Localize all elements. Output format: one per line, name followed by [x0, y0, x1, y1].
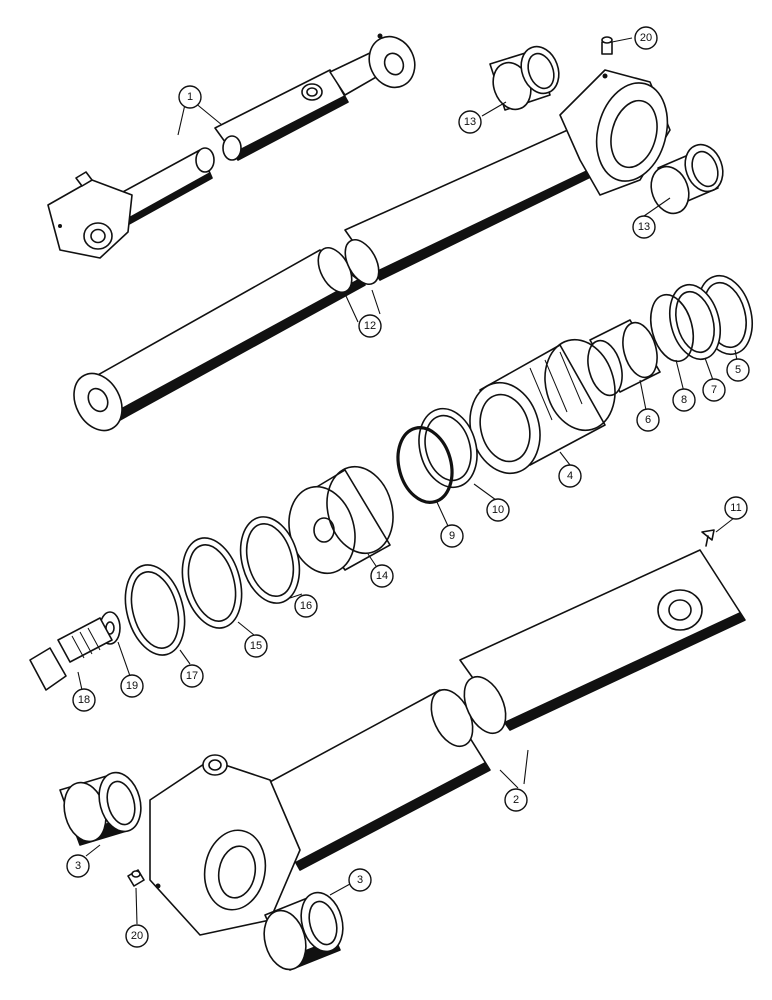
callout: 20	[634, 26, 658, 50]
grease-fitting-bottom	[127, 869, 145, 887]
gland-4	[469, 338, 616, 475]
callout: 12	[358, 314, 382, 338]
leader-lines	[77, 37, 738, 925]
callout-label: 14	[376, 570, 388, 582]
piston-rod	[73, 69, 671, 432]
callout-label: 17	[186, 670, 198, 682]
backup-ring-8	[649, 293, 695, 363]
callout: 1	[178, 85, 202, 109]
callout-label: 13	[638, 221, 650, 233]
callout-label: 1	[187, 91, 193, 103]
callout: 8	[672, 388, 696, 412]
callout-label: 6	[645, 414, 651, 426]
cylinder-barrel	[149, 549, 746, 936]
callout-label: 8	[681, 394, 687, 406]
rod-eye-bushing-top	[489, 45, 560, 111]
callout: 4	[558, 464, 582, 488]
callout-label: 4	[567, 470, 573, 482]
grease-fitting-top	[601, 36, 613, 55]
callout-label: 20	[640, 32, 652, 44]
wear-ring-16	[239, 516, 301, 604]
callout: 7	[702, 378, 726, 402]
callout-label: 12	[364, 320, 376, 332]
base-bushing-left	[59, 771, 142, 846]
callout-label: 16	[300, 600, 312, 612]
wear-ring-6	[587, 319, 661, 397]
callout-label: 20	[131, 930, 143, 942]
callout-label: 3	[75, 860, 81, 872]
callout-label: 3	[357, 874, 363, 886]
callout: 17	[180, 664, 204, 688]
callout: 11	[724, 496, 748, 520]
callout: 10	[486, 498, 510, 522]
callout: 9	[440, 524, 464, 548]
base-bushing-right	[263, 891, 344, 971]
callout: 3	[348, 868, 372, 892]
assembled-cylinder	[47, 33, 416, 259]
callout: 2	[504, 788, 528, 812]
callout: 16	[294, 594, 318, 618]
o-ring-9	[396, 426, 454, 504]
callout-label: 5	[735, 364, 741, 376]
piston-seal-15	[181, 537, 243, 629]
callout: 13	[458, 110, 482, 134]
callout: 13	[632, 215, 656, 239]
callout: 20	[125, 924, 149, 948]
callout: 3	[66, 854, 90, 878]
callout: 5	[726, 358, 750, 382]
callout-label: 13	[464, 116, 476, 128]
callout: 18	[72, 688, 96, 712]
callout-label: 11	[730, 502, 741, 514]
callout-label: 2	[513, 794, 519, 806]
callout-label: 7	[711, 384, 717, 396]
bolt-18	[29, 617, 113, 691]
callout-label: 9	[449, 530, 455, 542]
callout: 19	[120, 674, 144, 698]
callout-label: 18	[78, 694, 90, 706]
wear-ring-17	[124, 564, 186, 656]
callout-label: 15	[250, 640, 262, 652]
callout: 15	[244, 634, 268, 658]
vent-plug-11	[701, 529, 715, 547]
callout-label: 10	[492, 504, 504, 516]
piston-14	[288, 465, 394, 575]
callout-label: 19	[126, 680, 138, 692]
rod-eye-bushing-right	[650, 143, 724, 215]
callout: 6	[636, 408, 660, 432]
callout: 14	[370, 564, 394, 588]
